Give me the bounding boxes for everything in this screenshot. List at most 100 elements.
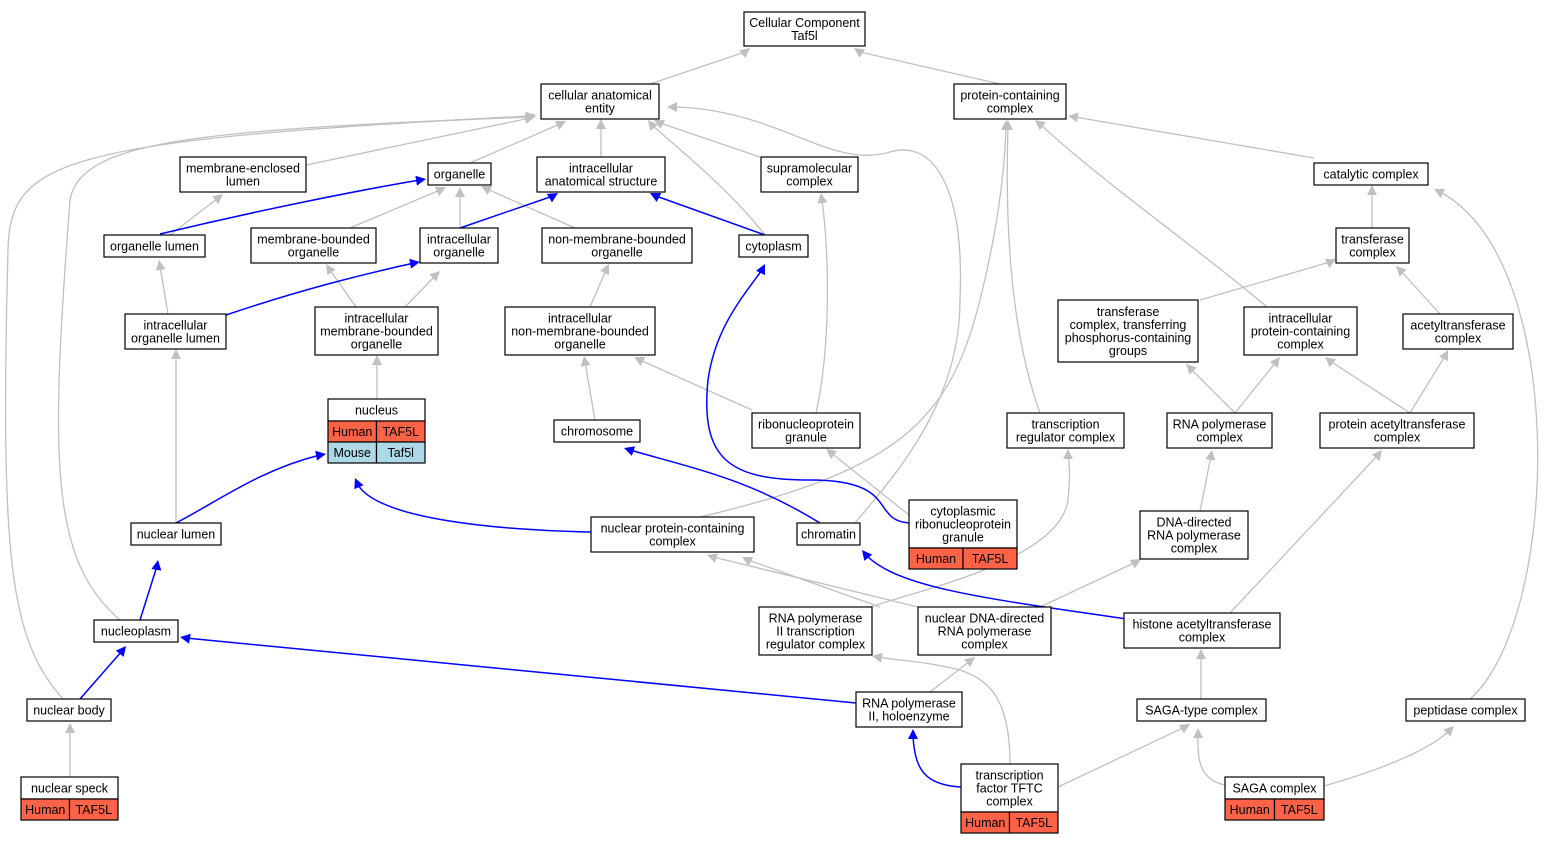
arrowhead-icon — [1129, 559, 1141, 569]
arrowhead-icon — [212, 194, 223, 205]
annotation-species-label: Human — [332, 425, 372, 439]
arrowhead-icon — [1439, 350, 1448, 362]
arrowhead-icon — [171, 349, 181, 359]
go-term-node-orglumen[interactable]: organelle lumen — [103, 234, 206, 258]
arrowhead-icon — [650, 193, 662, 202]
inferred-relation-edge — [1039, 561, 1137, 608]
direct-relation-edge — [159, 179, 421, 235]
go-term-node-sagatype[interactable]: SAGA-type complex — [1136, 698, 1267, 722]
go-term-node-inmbo[interactable]: intracellularnon-membrane-boundedorganel… — [504, 306, 656, 356]
arrowhead-icon — [1178, 724, 1190, 734]
node-box — [1139, 510, 1249, 560]
go-term-node-chromosome[interactable]: chromosome — [553, 419, 641, 443]
arrowhead-icon — [354, 478, 364, 490]
annotation-gene-label: Taf5l — [388, 446, 414, 460]
node-label: membrane-enclosed — [186, 162, 300, 176]
arrowhead-icon — [180, 633, 191, 644]
node-label: complex — [1196, 431, 1243, 445]
inferred-relation-edge — [1409, 355, 1446, 414]
node-label: intracellular — [548, 312, 612, 326]
annotation-cell-box — [1273, 798, 1325, 821]
arrowhead-icon — [600, 264, 609, 276]
node-label: complex — [786, 175, 833, 189]
annotation-cell-box — [962, 547, 1018, 570]
go-term-node-nuclumen[interactable]: nuclear lumen — [130, 522, 222, 546]
annotation-species-label: Human — [25, 803, 65, 817]
direct-relation-edge — [706, 269, 910, 524]
inferred-relation-edge — [815, 199, 829, 414]
node-label: anatomical structure — [545, 175, 658, 189]
go-term-node-crnpg[interactable]: cytoplasmicribonucleoproteingranuleHuman… — [908, 499, 1018, 570]
node-box — [953, 83, 1067, 120]
node-label: intracellular — [427, 233, 491, 247]
inferred-relation-edge — [1234, 361, 1277, 414]
arrowhead-icon — [872, 652, 883, 663]
annotation-gene-label: TAF5L — [1015, 816, 1052, 830]
node-box — [738, 234, 809, 258]
annotation-gene-cell: TAF5L — [962, 547, 1018, 570]
go-term-node-catcx[interactable]: catalytic complex — [1313, 162, 1429, 186]
go-term-node-organelle[interactable]: organelle — [427, 162, 492, 186]
node-box — [1136, 698, 1267, 722]
arrowhead-icon — [654, 120, 666, 129]
node-label: intracellular — [1269, 312, 1333, 326]
arrowhead-icon — [634, 357, 646, 366]
annotation-cell-box — [1008, 811, 1059, 834]
go-term-node-nucbody[interactable]: nuclear body — [26, 698, 112, 722]
node-box — [419, 227, 499, 264]
node-box — [504, 306, 656, 356]
inferred-relation-edge — [747, 559, 881, 608]
inferred-relation-edge — [1197, 734, 1226, 786]
go-term-node-nucleoplasm[interactable]: nucleoplasm — [93, 619, 179, 643]
node-label: complex — [1435, 332, 1482, 346]
annotation-gene-cell: TAF5L — [375, 420, 426, 443]
inferred-relation-edge — [712, 556, 919, 608]
go-term-node-peptidase[interactable]: peptidase complex — [1405, 698, 1526, 722]
go-term-node-cytoplasm[interactable]: cytoplasm — [738, 234, 809, 258]
node-label: organelle — [434, 168, 485, 182]
arrowhead-icon — [115, 646, 126, 657]
annotation-species-cell: Mouse — [327, 441, 378, 464]
node-box — [1335, 227, 1410, 264]
node-label: RNA polymerase — [769, 612, 863, 626]
inferred-relation-edge — [1057, 726, 1186, 788]
inferred-relation-edge — [859, 51, 1001, 85]
inferred-relation-edge — [659, 122, 761, 158]
node-box — [908, 499, 1018, 549]
node-box — [26, 698, 112, 722]
go-term-node-chromatin[interactable]: chromatin — [796, 522, 861, 546]
node-box — [427, 162, 492, 186]
node-box — [250, 227, 377, 264]
arrowhead-icon — [826, 449, 837, 459]
